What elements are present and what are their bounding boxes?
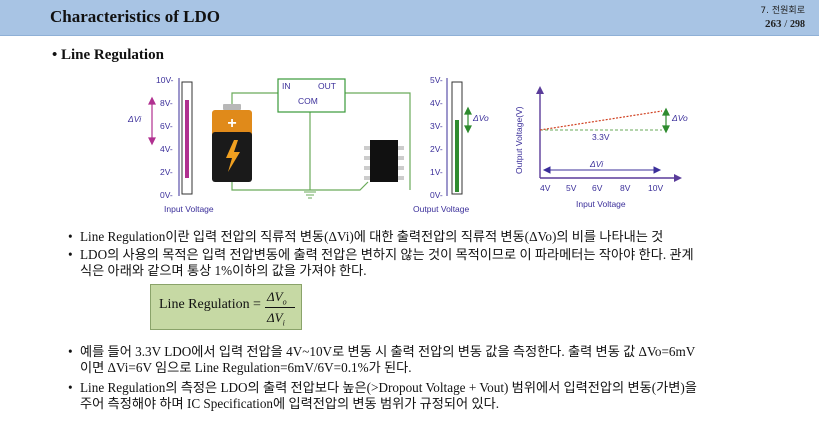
ldo-figure: 10V- 8V- 6V- 4V- 2V- 0V- Input Voltage Δ…	[127, 75, 688, 214]
ldo-block: IN OUT COM	[277, 78, 346, 113]
battery-plus-icon: +	[227, 115, 236, 132]
bullet-text: Line Regulation의 측정은 LDO의 출력 전압보다 높은(>Dr…	[80, 380, 697, 395]
output-drift-line	[539, 110, 663, 131]
ic-chip-icon	[364, 140, 404, 182]
bullet-text: 이면 ΔVi=6V 임으로 Line Regulation=6mV/6V=0.1…	[80, 360, 412, 375]
ldo-pin-com: COM	[298, 96, 318, 106]
graph-x-tick: 5V	[566, 183, 577, 193]
graph-delta-vi-arrow	[542, 166, 662, 174]
input-tick: 4V-	[160, 144, 173, 154]
bullet-text: Line Regulation이란 입력 전압의 직류적 변동(ΔVi)에 대한…	[80, 229, 664, 244]
input-tick: 6V-	[160, 121, 173, 131]
output-tick: 1V-	[430, 167, 443, 177]
input-tick: 2V-	[160, 167, 173, 177]
input-voltage-axis: 10V- 8V- 6V- 4V- 2V- 0V- Input Voltage Δ…	[127, 75, 214, 214]
ground-symbol	[304, 191, 316, 199]
graph-level-label: 3.3V	[592, 132, 610, 142]
formula-equals: =	[253, 297, 261, 312]
input-axis-label: Input Voltage	[164, 204, 214, 214]
output-voltage-axis: 5V- 4V- 3V- 2V- 1V- 0V- Output Voltage Δ…	[413, 75, 489, 214]
formula-box: Line Regulation = ΔVo ΔVi	[150, 284, 302, 330]
numerator-text: ΔV	[267, 289, 283, 304]
bullet-definition: Line Regulation이란 입력 전압의 직류적 변동(ΔVi)에 대한…	[68, 229, 808, 245]
input-level-bar	[185, 100, 189, 178]
bullet-measurement: Line Regulation의 측정은 LDO의 출력 전압보다 높은(>Dr…	[68, 380, 808, 412]
output-delta-arrow	[464, 106, 472, 134]
slide-header: Characteristics of LDO 7. 전원회로 263 / 298	[0, 0, 819, 36]
output-bar-frame	[451, 81, 463, 195]
graph-ylabel: Output Voltage(V)	[514, 106, 524, 174]
denominator-text: ΔV	[267, 310, 283, 325]
input-delta-arrow	[148, 96, 156, 146]
graph-xlabel: Input Voltage	[576, 199, 626, 209]
bolt-icon	[226, 140, 240, 172]
section-title: • Line Regulation	[52, 47, 164, 63]
output-tick: 3V-	[430, 121, 443, 131]
regulation-graph: Output Voltage(V) 3.3V ΔVi ΔVo 4V 5V 6V …	[514, 86, 688, 209]
bullet-text: 예를 들어 3.3V LDO에서 입력 전압을 4V~10V로 변동 시 출력 …	[80, 344, 696, 359]
formula-denominator: ΔVi	[267, 310, 285, 328]
input-tick: 10V-	[156, 75, 174, 85]
formula-numerator: ΔVo	[267, 289, 287, 307]
input-delta-label: ΔVi	[127, 114, 142, 124]
page-current: 263	[764, 18, 782, 30]
output-tick: 0V-	[430, 190, 443, 200]
graph-x-tick: 4V	[540, 183, 551, 193]
bullet-example: 예를 들어 3.3V LDO에서 입력 전압을 4V~10V로 변동 시 출력 …	[68, 344, 808, 376]
numerator-sub: o	[282, 297, 287, 307]
graph-delta-vo-label: ΔVo	[671, 113, 688, 123]
fraction-bar	[265, 307, 295, 308]
denominator-sub: i	[282, 318, 285, 328]
graph-delta-vo-arrow	[662, 107, 670, 134]
chapter-label: 7. 전원회로	[760, 6, 805, 16]
input-tick: 8V-	[160, 98, 173, 108]
ldo-pin-out: OUT	[318, 81, 336, 91]
graph-delta-vi-label: ΔVi	[589, 159, 604, 169]
input-bar-frame	[181, 81, 193, 195]
circuit-wires	[231, 92, 411, 191]
bullet-text: LDO의 사용의 목적은 입력 전압변동에 출력 전압은 변하지 않는 것이 목…	[80, 247, 694, 262]
formula-label: Line Regulation	[159, 297, 250, 312]
output-axis-label: Output Voltage	[413, 204, 470, 214]
graph-x-tick: 8V	[620, 183, 631, 193]
page-total: 298	[790, 19, 805, 30]
graph-x-tick: 10V	[648, 183, 663, 193]
bullet-text: 주어 측정해야 하며 IC Specification에 입력전압의 변동 범위…	[80, 396, 500, 411]
output-tick: 5V-	[430, 75, 443, 85]
output-delta-label: ΔVo	[472, 113, 489, 123]
output-tick: 2V-	[430, 144, 443, 154]
output-tick: 4V-	[430, 98, 443, 108]
page-separator: /	[784, 18, 788, 30]
page-number: 263 / 298	[765, 18, 805, 30]
ldo-pin-in: IN	[282, 81, 291, 91]
output-level-bar	[455, 120, 459, 192]
bullet-purpose: LDO의 사용의 목적은 입력 전압변동에 출력 전압은 변하지 않는 것이 목…	[68, 247, 808, 279]
slide-title: Characteristics of LDO	[50, 7, 220, 26]
input-tick: 0V-	[160, 190, 173, 200]
graph-x-tick: 6V	[592, 183, 603, 193]
bullet-text: 식은 아래와 같으며 통상 1%이하의 값을 가져야 한다.	[80, 263, 367, 278]
battery-icon: +	[212, 104, 252, 182]
